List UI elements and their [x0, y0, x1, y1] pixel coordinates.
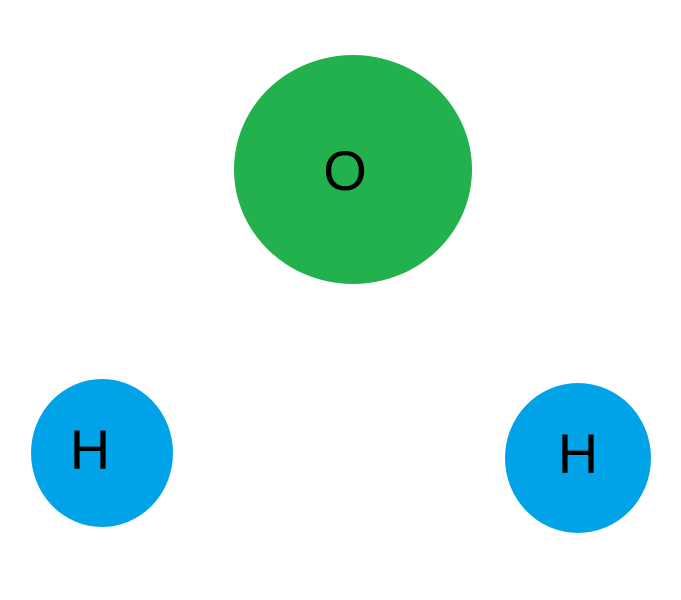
oxygen-atom-label: O — [323, 138, 367, 202]
hydrogen-atom-left[interactable]: H — [31, 379, 173, 527]
hydrogen-atom-right-label: H — [557, 422, 599, 485]
hydrogen-atom-left-label: H — [69, 418, 111, 481]
oxygen-atom[interactable]: O — [234, 55, 472, 284]
hydrogen-atom-right[interactable]: H — [505, 383, 651, 533]
